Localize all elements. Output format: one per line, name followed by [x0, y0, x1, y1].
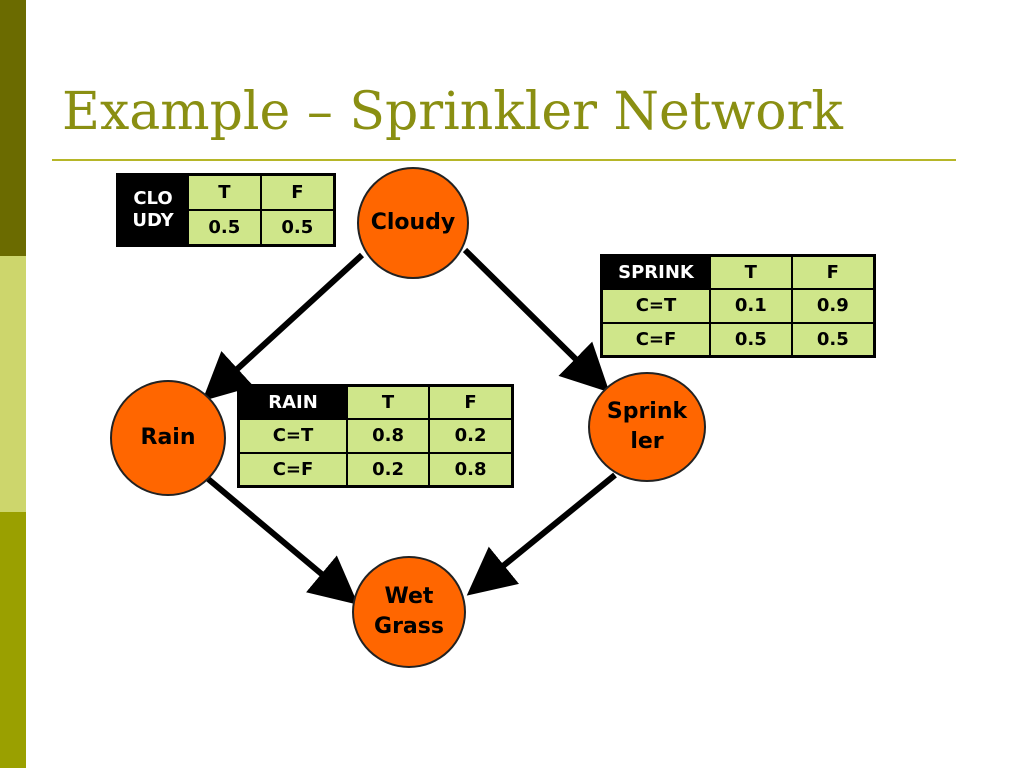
sidebar-stripe-bottom [0, 512, 26, 768]
slide-title: Example – Sprinkler Network [62, 82, 843, 142]
cpt-rain-label: RAIN [237, 384, 348, 421]
title-underline [52, 159, 956, 161]
cpt-table-rain: RAIN T F C=T 0.8 0.2 C=F 0.2 0.8 [237, 384, 514, 488]
cpt-rain-row-ct-cond: C=T [237, 418, 348, 454]
cpt-rain-header-f: F [428, 384, 514, 421]
cpt-sprinkler-header-f: F [790, 254, 876, 291]
edge-rain-wetgrass [205, 475, 359, 605]
node-cloudy-label: Cloudy [370, 210, 456, 235]
cpt-rain-row-ct-f: 0.2 [428, 418, 514, 454]
sidebar-stripe-top [0, 0, 26, 256]
cpt-sprinkler-row-ct-f: 0.9 [790, 288, 876, 324]
cpt-rain-row-ct-t: 0.8 [345, 418, 431, 454]
cpt-sprinkler-row-cf-t: 0.5 [709, 321, 793, 358]
cpt-sprinkler-row-ct-t: 0.1 [709, 288, 793, 324]
edge-cloudy-rain [202, 252, 365, 402]
node-wet-grass[interactable]: Wet Grass [352, 556, 466, 668]
cpt-rain-row-cf-t: 0.2 [345, 451, 431, 488]
cpt-rain-header-t: T [345, 384, 431, 421]
edge-cloudy-sprinkler [462, 247, 610, 393]
sidebar-stripe-middle [0, 256, 26, 512]
cpt-cloudy-value-f: 0.5 [259, 209, 336, 247]
node-rain[interactable]: Rain [110, 380, 226, 496]
cpt-cloudy-header-f: F [259, 173, 336, 211]
node-wet-grass-label: Wet Grass [374, 584, 444, 639]
edge-sprinkler-wetgrass [466, 472, 617, 596]
cpt-rain-row-cf-cond: C=F [237, 451, 348, 488]
cpt-sprinkler-row-ct-cond: C=T [600, 288, 711, 324]
cpt-sprinkler-header-t: T [709, 254, 793, 291]
cpt-rain-row-cf-f: 0.8 [428, 451, 514, 488]
cpt-sprinkler-label: SPRINK [600, 254, 711, 291]
node-rain-label: Rain [140, 425, 196, 450]
cpt-table-cloudy: CLO UDY T F 0.5 0.5 [116, 173, 336, 247]
cpt-sprinkler-row-cf-cond: C=F [600, 321, 711, 358]
cpt-cloudy-label: CLO UDY [116, 173, 189, 247]
node-sprinkler-label: Sprink ler [606, 399, 688, 454]
cpt-sprinkler-row-cf-f: 0.5 [790, 321, 876, 358]
cpt-cloudy-value-t: 0.5 [187, 209, 262, 247]
node-cloudy[interactable]: Cloudy [357, 167, 469, 279]
cpt-table-sprinkler: SPRINK T F C=T 0.1 0.9 C=F 0.5 0.5 [600, 254, 876, 358]
node-sprinkler[interactable]: Sprink ler [588, 372, 706, 482]
cpt-cloudy-header-t: T [187, 173, 262, 211]
